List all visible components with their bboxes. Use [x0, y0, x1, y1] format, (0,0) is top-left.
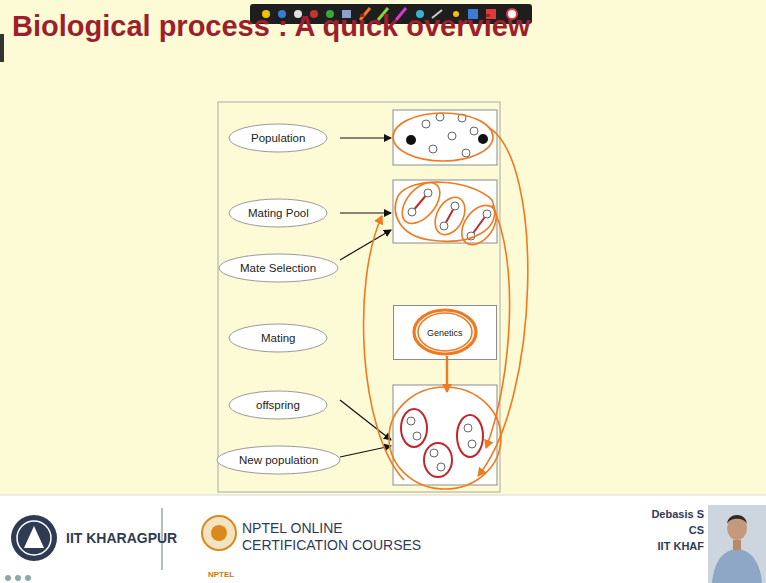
- course-line: CERTIFICATION COURSES: [242, 537, 421, 553]
- logo-caption: NPTEL: [208, 570, 234, 579]
- drawing-part: [389, 387, 501, 489]
- step-ellipse: Mate Selection: [218, 253, 339, 283]
- drawing-part: [364, 216, 404, 480]
- drawing-part: [340, 400, 391, 440]
- ellipse-shape: [229, 324, 327, 352]
- drawing-part: [424, 189, 432, 197]
- drawing-part: [468, 440, 476, 448]
- drawing-part: [15, 575, 21, 581]
- drawing-part: [211, 525, 227, 541]
- drawing-part: [437, 463, 445, 471]
- drawing-part: [430, 449, 438, 457]
- iit-logo: [11, 515, 57, 561]
- nptel-logo: [202, 516, 236, 550]
- footer-band: [0, 495, 766, 583]
- drawing-part: [17, 521, 51, 555]
- footer-rule: [0, 495, 766, 496]
- drawing-part: [462, 149, 470, 157]
- node-label: Mating: [261, 332, 296, 344]
- step-ellipse: offspring: [228, 390, 328, 420]
- step-ellipse: New population: [216, 445, 341, 475]
- node-label: Mate Selection: [240, 262, 316, 274]
- drawing-part: [424, 443, 452, 477]
- drawing-part: [483, 210, 491, 218]
- node-label: Population: [251, 132, 305, 144]
- genetics-fill: [393, 305, 497, 360]
- drawing-part: [455, 199, 504, 251]
- drawing-part: [340, 137, 391, 138]
- drawing-part: [340, 212, 391, 213]
- drawing-part: [440, 222, 448, 230]
- drawing-part: [464, 424, 472, 432]
- course-line: NPTEL ONLINE: [242, 520, 343, 536]
- genetics-box: Genetics: [393, 305, 497, 360]
- drawing-part: [478, 134, 488, 144]
- pointer-arrows: [340, 138, 391, 457]
- drawing-part: [408, 208, 416, 216]
- drawing-part: [436, 113, 444, 121]
- node-label: Mating Pool: [248, 207, 309, 219]
- drawing-part: [727, 516, 747, 540]
- drawing-part: [401, 409, 427, 447]
- drawing-part: [422, 120, 430, 128]
- drawing-part: [406, 135, 416, 145]
- drawing-part: [486, 205, 510, 448]
- lecturer-name: Debasis S: [651, 508, 704, 520]
- drawing-part: [393, 110, 497, 165]
- ellipse-shape: [229, 391, 327, 419]
- accent-bar: [0, 34, 4, 62]
- drawing-part: [414, 310, 476, 354]
- step-ellipse: Population: [228, 123, 328, 153]
- drawing-part: [457, 415, 483, 457]
- drawing-part: [448, 132, 456, 140]
- drawing-part: [340, 230, 391, 260]
- process-frame: [218, 102, 500, 492]
- drawing-part: [418, 313, 472, 351]
- mating-pool-panel: [393, 180, 497, 243]
- drawing-part: [429, 192, 471, 240]
- department: CS: [689, 524, 704, 536]
- institute-name: IIT KHARAGPUR: [66, 530, 177, 546]
- drawing-part: [727, 515, 747, 524]
- drawing-part: [429, 145, 437, 153]
- drawing-part: [712, 549, 762, 583]
- step-ellipse: Mating: [228, 323, 328, 353]
- node-label: New population: [239, 454, 318, 466]
- slide-title: Biological process : A quick overview: [12, 10, 530, 43]
- drawing-part: [11, 515, 57, 561]
- pen-annotations: [364, 113, 528, 489]
- ellipse-shape: [217, 446, 340, 474]
- presenter-video: [708, 505, 766, 583]
- step-ellipse: Mating Pool: [228, 198, 328, 228]
- ellipse-shape: [229, 199, 327, 227]
- drawing-part: [451, 202, 459, 210]
- drawing-part: [393, 180, 497, 243]
- drawing-part: [202, 516, 236, 550]
- drawing-part: [395, 182, 494, 241]
- drawing-part: [733, 540, 741, 550]
- drawing-part: [25, 575, 31, 581]
- drawing-part: [478, 127, 528, 476]
- drawing-part: [340, 446, 391, 457]
- institute-short: IIT KHAF: [658, 540, 704, 552]
- ellipse-shape: [219, 254, 338, 282]
- ellipse-shape: [229, 124, 327, 152]
- drawing-part: [5, 575, 11, 581]
- drawing-part: [407, 417, 415, 425]
- node-label: Genetics: [427, 328, 463, 338]
- drawing-part: [708, 505, 766, 583]
- node-label: offspring: [256, 399, 300, 411]
- drawing-part: [24, 526, 44, 548]
- population-panel: [393, 110, 497, 165]
- drawing-part: [393, 113, 493, 161]
- drawing-part: [470, 127, 478, 135]
- drawing-part: [413, 432, 421, 440]
- footer-icons: [5, 575, 31, 581]
